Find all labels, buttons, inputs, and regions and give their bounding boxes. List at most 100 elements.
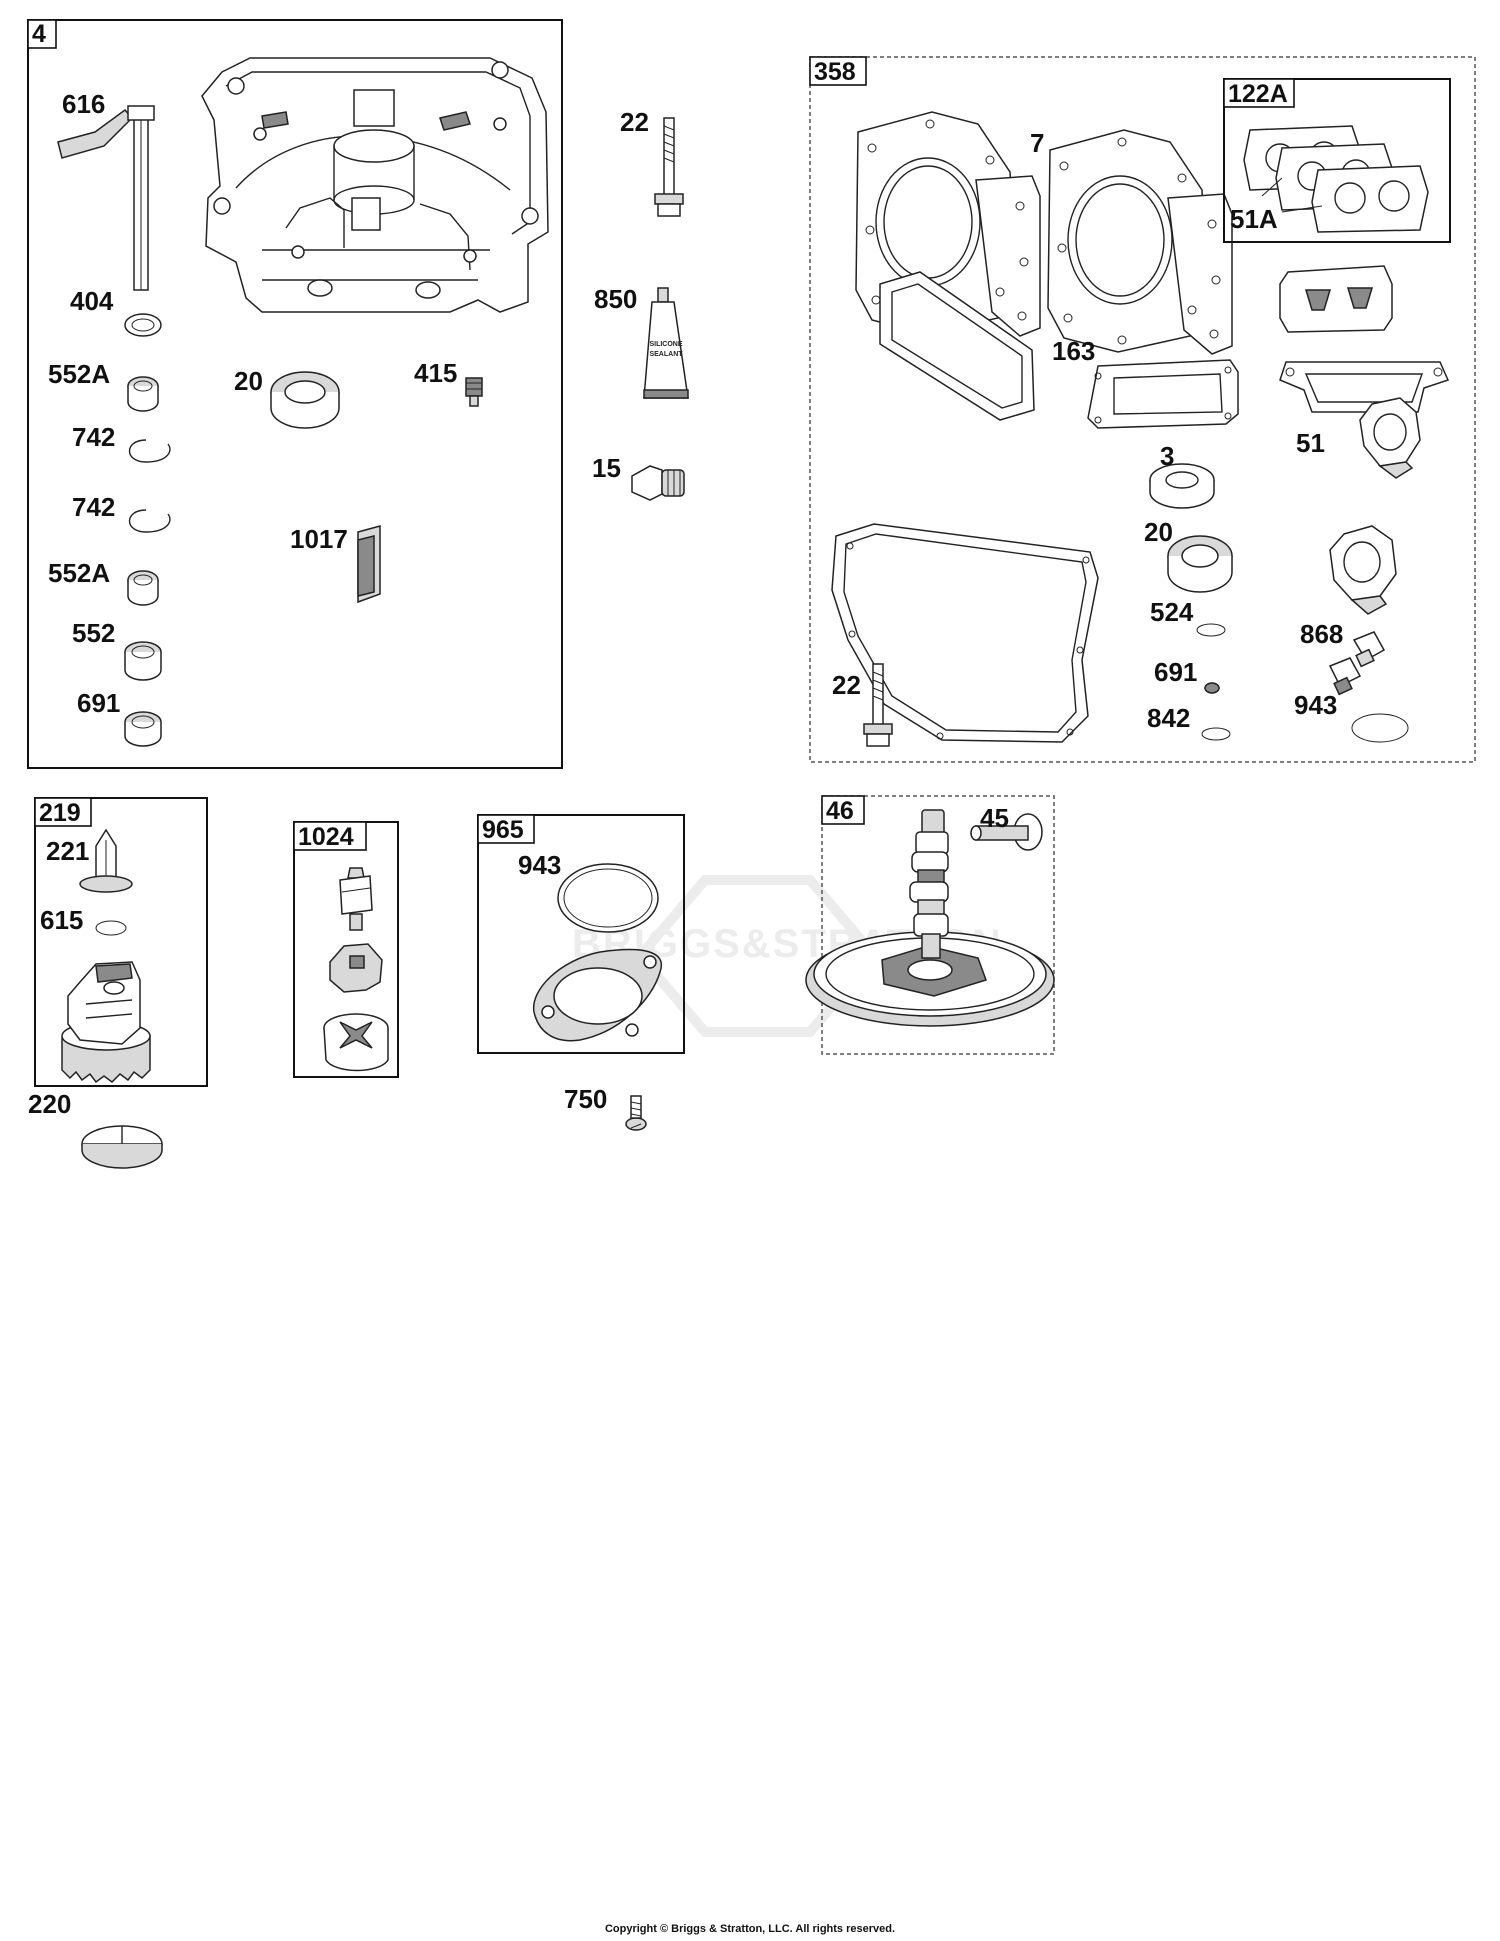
label-1017: 1017: [290, 524, 348, 554]
rocker-cover-gasket-part: [879, 271, 1035, 421]
group-358-tag: 358: [814, 58, 856, 86]
oil-pump-housing-part: [323, 1013, 389, 1072]
label-552: 552: [72, 618, 115, 648]
label-868: 868: [1300, 619, 1343, 649]
label-22: 22: [620, 107, 649, 137]
governor-washer-part: [81, 1125, 163, 1169]
oil-pump-shaft-part: [339, 867, 373, 931]
group-1024: 1024: [293, 821, 399, 1078]
label-415: 415: [414, 358, 457, 388]
group-358: 358: [809, 56, 1476, 763]
plug-part: [631, 465, 685, 501]
spacer-part: [1329, 525, 1397, 615]
ring-part: [95, 920, 127, 936]
o-ring-part: [557, 863, 659, 933]
oil-pump-rotor-part: [329, 943, 383, 993]
retaining-ring-part: [129, 439, 171, 463]
sealant-tube-text: SEALANT: [649, 351, 683, 358]
bolt-part: [863, 663, 893, 747]
label-404: 404: [70, 286, 114, 316]
label-20: 20: [234, 366, 263, 396]
intake-gasket-part: [1279, 265, 1393, 333]
label-750: 750: [564, 1084, 607, 1114]
governor-shaft-part: [57, 105, 155, 291]
gasket-part: [1087, 359, 1239, 429]
label-51: 51: [1296, 428, 1325, 458]
oil-sump-part: [201, 57, 549, 313]
governor-gear-part: [61, 961, 151, 1084]
bushing-part: [124, 641, 162, 681]
governor-cup-part: [79, 828, 133, 893]
group-4-tag: 4: [32, 20, 46, 48]
label-943: 943: [518, 850, 561, 880]
intake-gasket-part: [1243, 125, 1429, 233]
label-220: 220: [28, 1089, 71, 1119]
seal-part: [1149, 463, 1215, 509]
group-1024-tag: 1024: [298, 823, 354, 851]
group-122a-tag: 122A: [1228, 80, 1288, 108]
label-51a: 51A: [1230, 204, 1278, 234]
label-842: 842: [1147, 703, 1190, 733]
label-22: 22: [832, 670, 861, 700]
oil-pump-cover-part: [532, 948, 663, 1042]
washer-part: [124, 313, 162, 337]
group-46: 46 45: [805, 795, 1055, 1055]
copyright-notice: Copyright © Briggs & Stratton, LLC. All …: [604, 1923, 896, 1935]
seal-part: [124, 711, 162, 747]
gasket-part: [1279, 361, 1450, 413]
label-742: 742: [72, 422, 115, 452]
label-615: 615: [40, 905, 83, 935]
ring-part: [1196, 623, 1226, 637]
group-219-tag: 219: [39, 799, 81, 827]
group-965: 965 943: [477, 814, 685, 1054]
group-4-box: [27, 19, 563, 769]
screw-part: [625, 1095, 647, 1131]
group-219-box: [34, 797, 208, 1087]
label-45: 45: [980, 803, 1009, 833]
bolt-part: [654, 117, 684, 217]
label-552a: 552A: [48, 359, 110, 389]
bearing-part: [270, 371, 340, 429]
loose-parts: SILICONE SEALANT 22 850 15: [592, 107, 689, 501]
label-552a: 552A: [48, 558, 110, 588]
head-gasket-part: [1047, 129, 1233, 355]
camshaft-gear-part: [805, 931, 1055, 1027]
camshaft-part: [909, 809, 949, 959]
group-358-box: [809, 56, 1476, 763]
insert-part: [357, 525, 381, 604]
bearing-part: [1167, 535, 1233, 593]
sealant-tube-part: SILICONE SEALANT: [643, 287, 689, 399]
group-46-box: [821, 795, 1055, 1055]
fitting-part: [1328, 631, 1386, 696]
label-691: 691: [1154, 657, 1197, 687]
retaining-ring-part: [129, 509, 171, 533]
label-524: 524: [1150, 597, 1194, 627]
label-3: 3: [1160, 441, 1174, 471]
o-ring-part: [1351, 713, 1409, 743]
group-4: 4: [27, 19, 563, 769]
label-15: 15: [592, 453, 621, 483]
group-46-tag: 46: [826, 797, 854, 825]
ring-part: [1201, 727, 1231, 741]
group-219: 219 221 615 220: [28, 797, 208, 1169]
label-943: 943: [1294, 690, 1337, 720]
crankcase-gasket-part: [831, 523, 1099, 743]
label-850: 850: [594, 284, 637, 314]
label-7: 7: [1030, 128, 1044, 158]
group-122a-box: [1223, 78, 1451, 243]
spacer-part: [1359, 397, 1421, 479]
group-965-box: [477, 814, 685, 1054]
label-691: 691: [77, 688, 120, 718]
bushing-part: [127, 376, 159, 412]
cam-pin-part: [970, 813, 1043, 851]
label-616: 616: [62, 89, 105, 119]
label-742: 742: [72, 492, 115, 522]
label-163: 163: [1052, 336, 1095, 366]
plug-part: [465, 377, 483, 407]
seal-part: [1204, 682, 1220, 694]
label-20: 20: [1144, 517, 1173, 547]
group-965-tag: 965: [482, 816, 524, 844]
label-221: 221: [46, 836, 89, 866]
bushing-part: [127, 570, 159, 606]
